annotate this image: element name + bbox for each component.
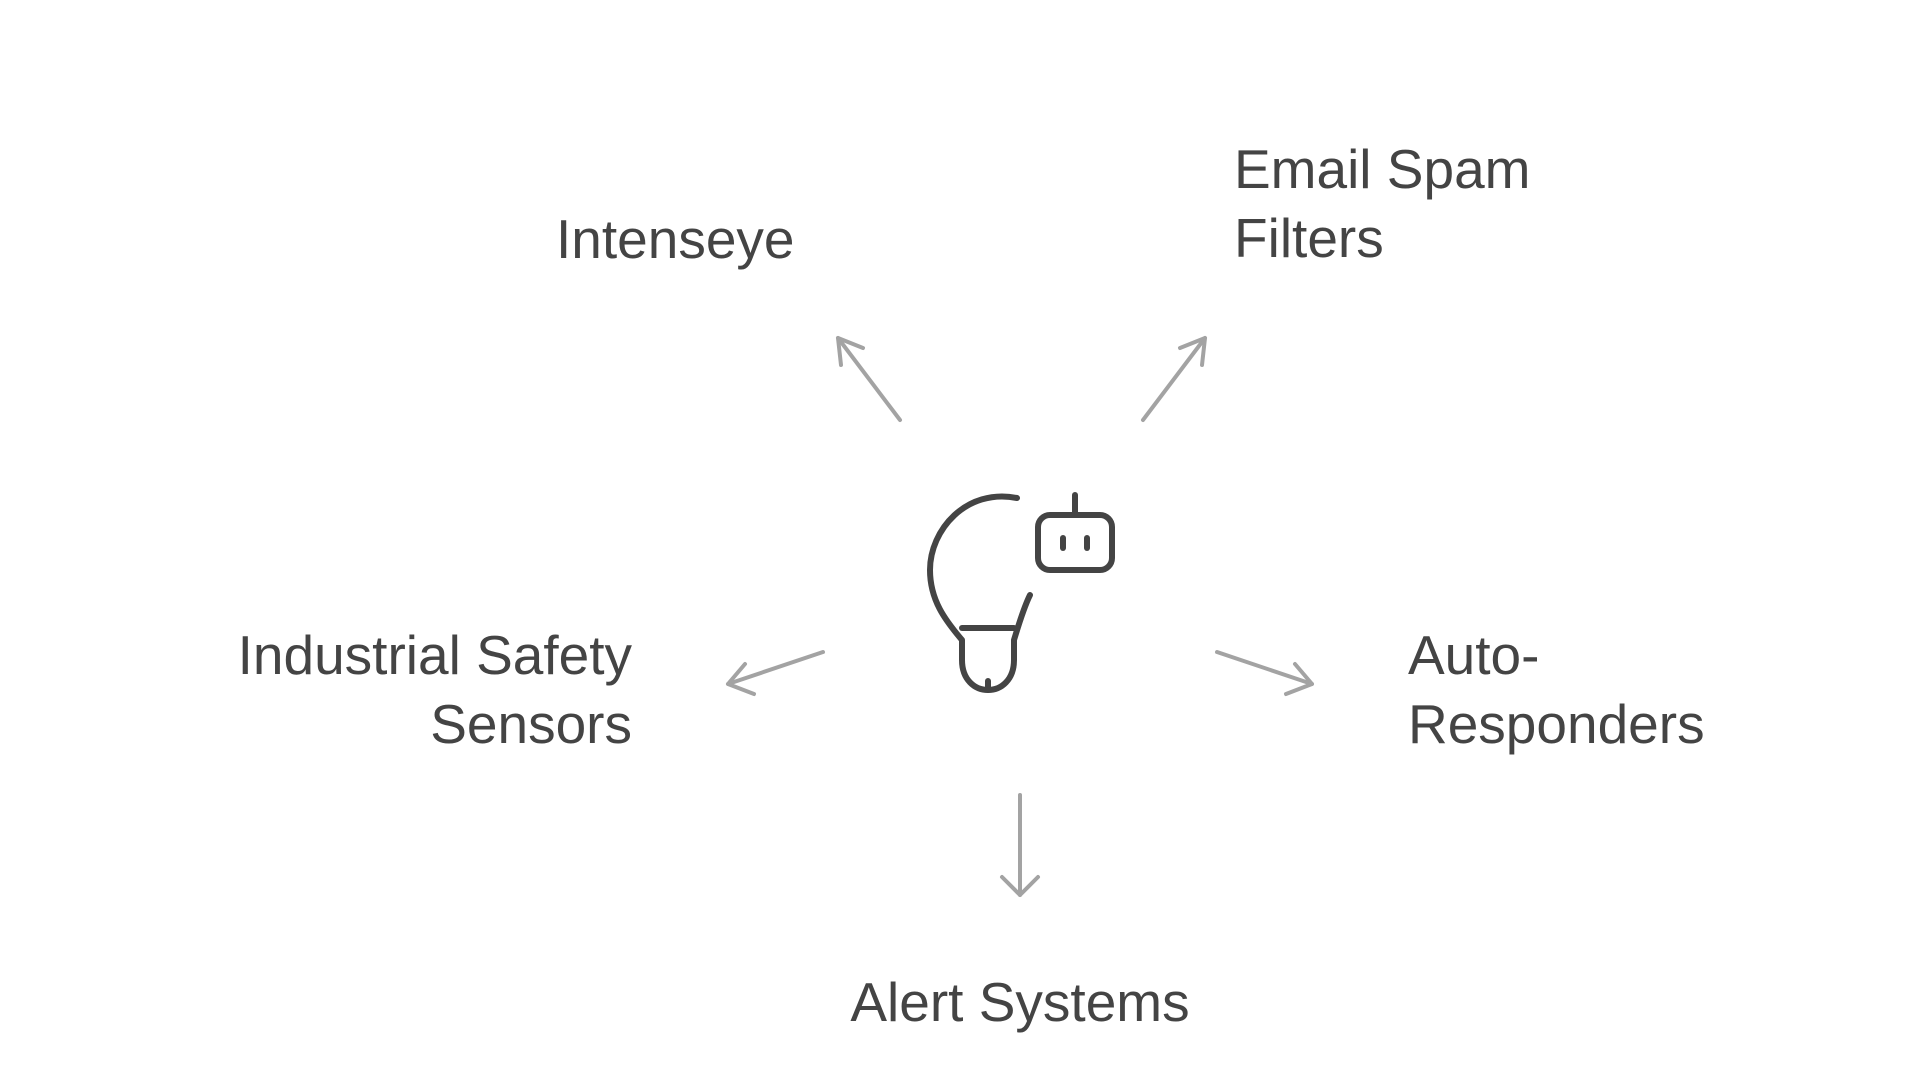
robot-head — [1035, 512, 1115, 573]
node-label-email-spam-filters: Email Spam Filters — [1234, 135, 1530, 273]
node-label-industrial-safety-sensors: Industrial Safety Sensors — [200, 621, 632, 759]
arrow-shaft — [1215, 650, 1314, 686]
node-label-line: Sensors — [430, 693, 632, 755]
arrow-to-auto-responders — [1215, 650, 1314, 696]
arrow-head — [1000, 875, 1040, 897]
arrow-shaft — [1141, 336, 1207, 422]
arrow-head — [1284, 662, 1314, 696]
node-label-alert-systems: Alert Systems — [820, 968, 1220, 1037]
arrow-head — [1178, 336, 1207, 367]
node-label-line: Industrial Safety — [237, 624, 632, 686]
lightbulb-outline — [927, 493, 1033, 693]
arrow-head — [836, 336, 865, 367]
arrow-shaft — [836, 336, 902, 422]
arrow-to-email-spam-filters — [1141, 336, 1207, 422]
node-label-line: Email Spam — [1234, 138, 1531, 200]
arrow-head — [726, 662, 756, 696]
node-label-auto-responders: Auto- Responders — [1408, 621, 1705, 759]
node-label-line: Intenseye — [556, 208, 795, 270]
arrow-to-alert-systems — [1000, 793, 1040, 897]
arrow-to-intenseye — [836, 336, 902, 422]
node-label-line: Filters — [1234, 207, 1384, 269]
lightbulb-robot-icon — [927, 492, 1115, 693]
node-label-line: Responders — [1408, 693, 1705, 755]
arrow-to-industrial-safety-sensors — [726, 650, 825, 696]
node-label-line: Alert Systems — [850, 971, 1190, 1033]
node-label-line: Auto- — [1408, 624, 1540, 686]
node-label-intenseye: Intenseye — [556, 205, 795, 274]
arrow-shaft — [726, 650, 825, 686]
